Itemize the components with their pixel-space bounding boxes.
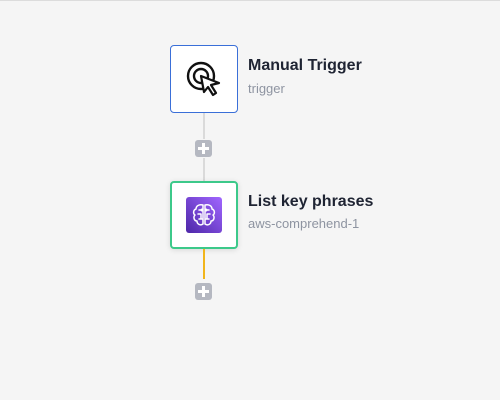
add-step-button[interactable] [195, 283, 212, 300]
action-node-subtitle: aws-comprehend-1 [248, 216, 360, 231]
connector-line [203, 158, 205, 181]
add-step-button[interactable] [195, 140, 212, 157]
list-key-phrases-node[interactable] [170, 181, 238, 249]
connector-line-active [203, 249, 205, 279]
aws-comprehend-brain-icon [186, 197, 222, 233]
trigger-node-title: Manual Trigger [248, 57, 362, 74]
connector-line [203, 113, 205, 139]
action-node-title: List key phrases [248, 193, 374, 210]
cursor-click-icon [186, 61, 221, 97]
manual-trigger-node[interactable] [170, 45, 238, 113]
trigger-node-subtitle: trigger [248, 81, 285, 96]
